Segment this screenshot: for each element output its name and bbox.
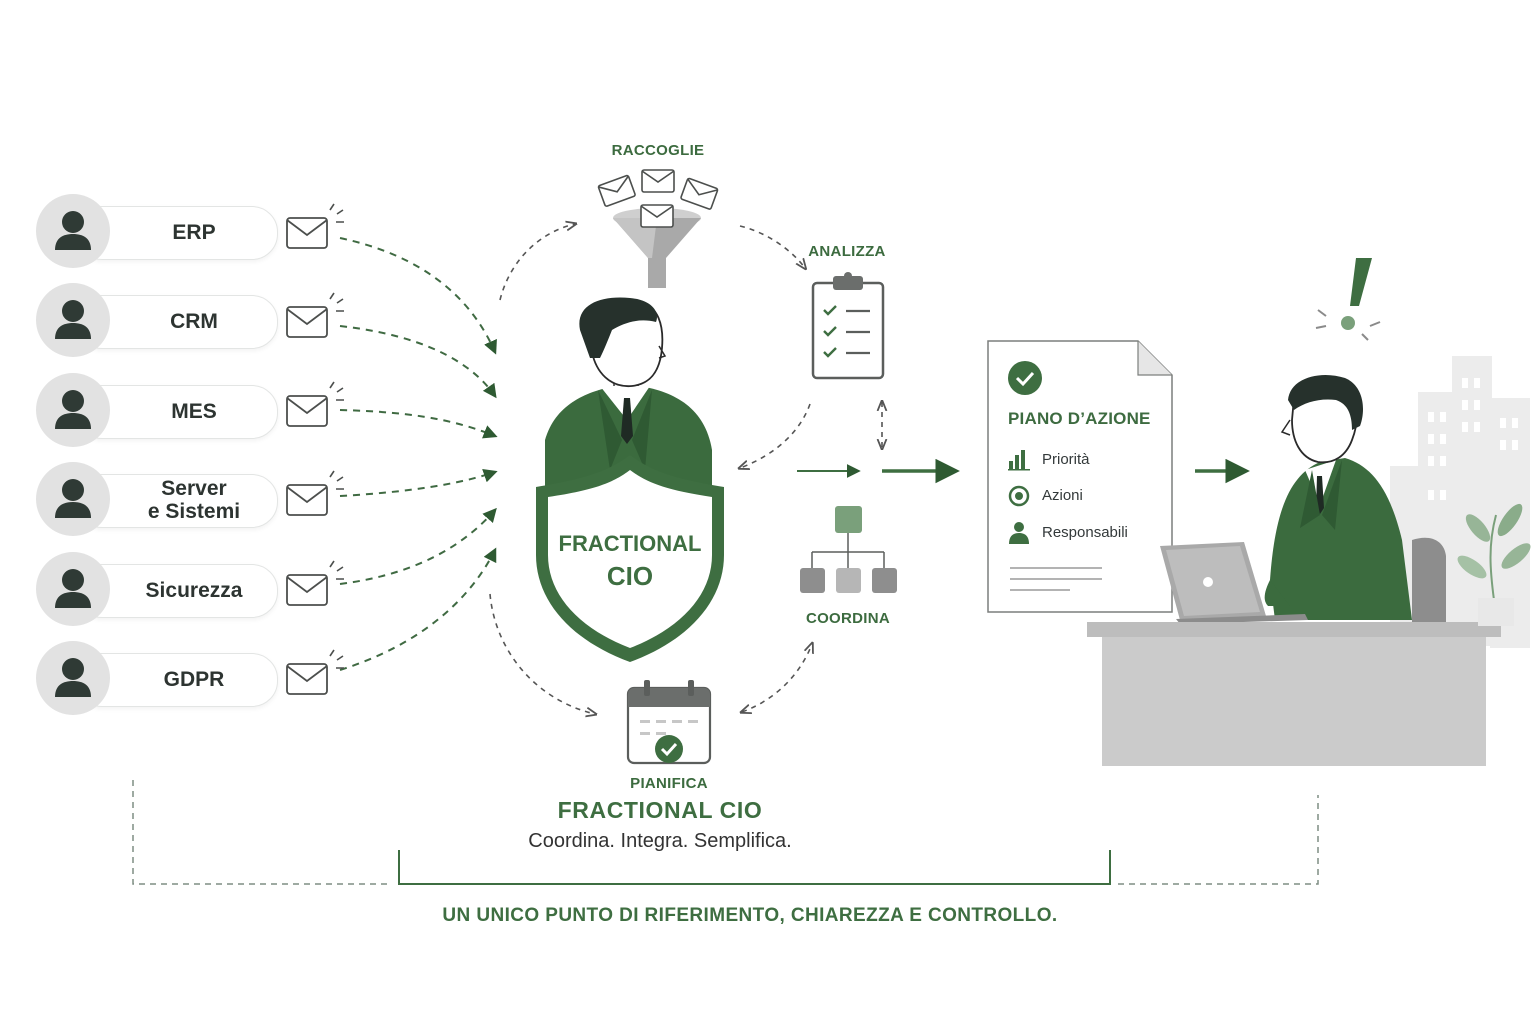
source-label: GDPR: [128, 653, 260, 705]
bar-chart-icon: [1008, 450, 1030, 471]
envelope-icons: [286, 217, 328, 695]
source-label-line: CRM: [170, 309, 218, 333]
shield-label: FRACTIONAL CIO: [540, 528, 720, 592]
shield-label-line1: FRACTIONAL: [558, 531, 702, 556]
source-label-line: e Sistemi: [147, 500, 241, 523]
action-plan-item-actions: Azioni: [1042, 487, 1083, 504]
footer-title: FRACTIONAL CIO: [557, 797, 763, 823]
source-item: GDPR: [36, 641, 278, 715]
person-icon: [36, 373, 110, 447]
source-connectors: [250, 231, 498, 679]
source-label: ERP: [128, 206, 260, 258]
cycle-arrows: [489, 224, 882, 714]
action-plan-item-priority: Priorità: [1042, 451, 1090, 468]
source-label-line: ERP: [172, 220, 216, 244]
source-item: CRM: [36, 283, 278, 357]
step-coordinate-label: COORDINA: [805, 610, 891, 627]
step-analyze-label: ANALIZZA: [808, 243, 886, 260]
source-label: CRM: [128, 295, 260, 347]
target-icon: [1008, 485, 1030, 507]
plant-icon: [1457, 503, 1531, 626]
chair: [1412, 537, 1446, 625]
action-plan-item-owners: Responsabili: [1042, 524, 1128, 541]
manager-figure: [1264, 374, 1412, 620]
shield-label-line2: CIO: [606, 561, 654, 591]
person-icon: [36, 462, 110, 536]
document-icon: [987, 340, 1173, 613]
person-icon: [36, 283, 110, 357]
step-collect-label: RACCOGLIE: [611, 142, 705, 159]
shield-icon: [536, 455, 724, 662]
footer-tagline: Coordina. Integra. Semplifica.: [528, 830, 792, 852]
source-label-line: Server: [161, 477, 227, 500]
desk: [1087, 622, 1501, 766]
action-plan-title: PIANO D’AZIONE: [1008, 409, 1151, 428]
source-label: MES: [128, 385, 260, 437]
org-chart-icon: [800, 506, 897, 593]
source-item: ERP: [36, 194, 278, 268]
exclamation-icon: [1315, 258, 1381, 341]
user-icon: [1009, 522, 1029, 544]
source-item: Sicurezza: [36, 552, 278, 626]
person-icon: [36, 552, 110, 626]
notification-ticks: [329, 203, 344, 669]
source-label-line: MES: [171, 399, 217, 423]
source-label: Sicurezza: [128, 564, 260, 616]
calendar-icon: [626, 680, 712, 765]
buildings-icon: [1390, 356, 1530, 648]
source-label-line: GDPR: [163, 667, 225, 691]
person-icon: [36, 194, 110, 268]
check-icon: [1008, 361, 1042, 395]
laptop-icon: [1160, 542, 1308, 624]
person-icon: [36, 641, 110, 715]
bracket-lines: [132, 780, 1319, 885]
source-label-line: Sicurezza: [145, 578, 243, 602]
source-item: MES: [36, 373, 278, 447]
footer-bottom-text: UN UNICO PUNTO DI RIFERIMENTO, CHIAREZZA…: [442, 905, 1058, 926]
cio-figure: [545, 297, 712, 520]
step-plan-label: PIANIFICA: [630, 775, 708, 792]
funnel-icon: [597, 169, 719, 288]
clipboard-icon: [811, 272, 885, 380]
